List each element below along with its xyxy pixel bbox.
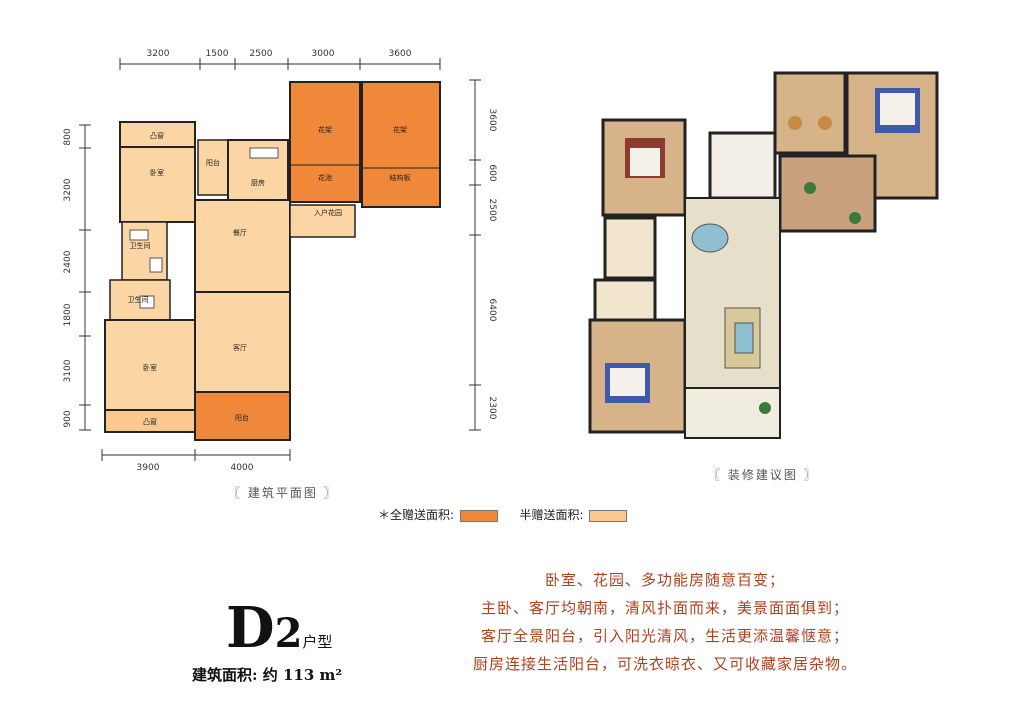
plan-fixture-sink <box>139 295 155 309</box>
unit-type-label: 户型 <box>302 633 333 651</box>
legend-full-swatch <box>459 509 498 522</box>
room-bathroom-2 <box>109 279 171 321</box>
decor-bed-top-sheet <box>630 148 660 176</box>
label-bedroom-bottom: 卧室 <box>143 363 157 372</box>
top-dim-4: 3000 <box>312 49 335 59</box>
room-bedroom-top <box>119 146 196 223</box>
right-dim-5: 2300 <box>487 397 497 420</box>
top-dim-2: 1500 <box>206 49 229 59</box>
top-dim-5: 3600 <box>389 49 412 59</box>
unit-area: 建筑面积: 约 113 m² <box>192 666 342 684</box>
label-bedroom-top: 卧室 <box>150 168 164 177</box>
label-dining: 餐厅 <box>233 228 247 237</box>
label-bay-window-bottom: 凸窗 <box>143 417 157 426</box>
label-flower-pond: 花池 <box>318 173 332 182</box>
right-dimension-line <box>469 79 481 431</box>
right-dim-4: 6400 <box>487 299 497 322</box>
unit-letter: D <box>226 595 275 661</box>
plan-rooms <box>104 81 441 441</box>
label-structure-slab: 结构板 <box>390 173 411 182</box>
description-line-1: 卧室、花园、多功能房随意百变； <box>544 571 785 589</box>
decor-caption: 〖 装修建议图 〗 <box>708 468 818 482</box>
decor-bathroom-2 <box>593 278 657 322</box>
legend-half-swatch <box>589 509 628 522</box>
label-balcony-small: 阳台 <box>206 158 220 167</box>
decor-chair-2 <box>818 116 832 130</box>
description-line-4: 厨房连接生活阳台，可洗衣晾衣、又可收藏家居杂物。 <box>472 655 857 673</box>
left-dim-1: 800 <box>63 128 73 145</box>
description-line-3: 客厅全景阳台，引入阳光清风，生活更添温馨惬意； <box>480 627 849 645</box>
right-dim-1: 3600 <box>487 109 497 132</box>
left-dimension-line <box>79 124 91 431</box>
label-kitchen: 厨房 <box>251 178 265 187</box>
plan-fixture-stove <box>249 147 279 159</box>
decor-bed-master <box>880 93 915 125</box>
label-living: 客厅 <box>233 343 247 352</box>
room-entry-garden <box>289 204 356 238</box>
decor-garden-terrace <box>778 154 877 233</box>
label-garden-1: 花架 <box>318 125 332 134</box>
label-bathroom-1: 卫生间 <box>130 241 151 250</box>
room-balcony-small <box>197 139 229 196</box>
room-dining <box>194 199 291 293</box>
room-bedroom-bottom <box>104 319 196 411</box>
label-bay-window-top: 凸窗 <box>150 131 164 140</box>
decor-bed-bottom <box>610 368 645 396</box>
decor-plant-1 <box>804 182 816 194</box>
right-dim-3: 2500 <box>487 199 497 222</box>
room-garden-1 <box>289 81 361 203</box>
unit-title: D2户型 <box>226 600 332 656</box>
plan-fixture-washbasin <box>129 229 149 241</box>
bottom-dim-2: 4000 <box>231 463 254 470</box>
bottom-dimension-line <box>101 449 291 461</box>
architectural-plan: 3200 1500 2500 3000 3600 800 3200 2400 1… <box>63 49 497 470</box>
left-dim-4: 1800 <box>63 303 73 326</box>
left-dim-6: 900 <box>63 410 73 427</box>
plan-fixture-toilet <box>149 257 163 273</box>
decor-bathroom-1 <box>603 216 657 280</box>
bottom-dim-1: 3900 <box>137 463 160 470</box>
description-line-2: 主卧、客厅均朝南，清风扑面而来，美景面面俱到； <box>480 599 849 617</box>
decor-plant-3 <box>759 402 771 414</box>
decoration-plan-illustration <box>588 71 939 439</box>
decor-kitchen <box>708 131 777 200</box>
decor-chair-1 <box>788 116 802 130</box>
label-balcony-bottom: 阳台 <box>235 413 249 422</box>
label-entry-garden: 入户花园 <box>314 208 342 217</box>
legend-full-label: ＊全赠送面积: <box>378 508 455 522</box>
label-bathroom-2: 卫生间 <box>128 295 149 304</box>
left-dim-3: 2400 <box>63 250 73 273</box>
top-dimension-line <box>119 58 441 70</box>
legend: ＊全赠送面积: 半赠送面积: <box>378 506 628 523</box>
right-dim-2: 600 <box>487 164 497 181</box>
room-living <box>194 291 291 393</box>
room-garden-2 <box>361 81 441 208</box>
top-dim-1: 3200 <box>147 49 170 59</box>
left-dim-5: 3100 <box>63 359 73 382</box>
decor-dining-table <box>691 223 729 253</box>
description-block: 卧室、花园、多功能房随意百变； 主卧、客厅均朝南，清风扑面而来，美景面面俱到； … <box>430 566 900 678</box>
label-garden-2: 花架 <box>393 125 407 134</box>
decor-coffee-table <box>734 322 754 354</box>
decor-plant-2 <box>849 212 861 224</box>
unit-number: 2 <box>274 610 303 657</box>
left-dim-2: 3200 <box>63 178 73 201</box>
plan-caption: 〖 建筑平面图 〗 <box>228 486 338 500</box>
legend-half-label: 半赠送面积: <box>519 508 584 522</box>
top-dim-3: 2500 <box>250 49 273 59</box>
decor-study <box>773 71 847 155</box>
room-balcony-bottom <box>194 391 291 441</box>
